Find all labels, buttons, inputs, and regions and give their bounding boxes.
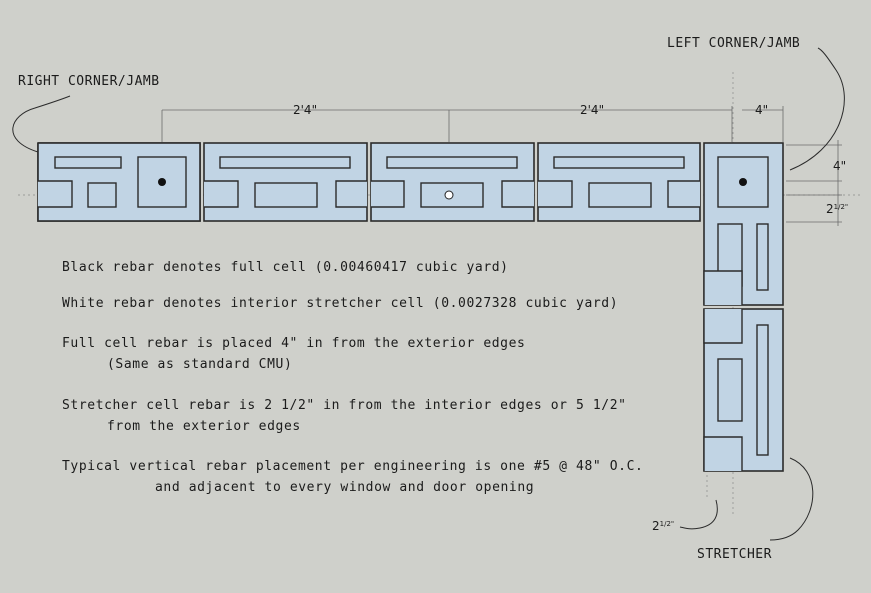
- rebar-full-cell-right: [158, 178, 166, 186]
- dimension-4-top: 4": [755, 103, 768, 117]
- rebar-stretcher-cell: [444, 190, 454, 200]
- dimension-2-half-bottom: 21/2": [652, 519, 674, 533]
- dimension-2-half-right: 21/2": [826, 202, 848, 216]
- block-stretcher-1: [203, 142, 368, 222]
- note-typical-placement: Typical vertical rebar placement per eng…: [62, 459, 643, 474]
- note-adjacent-openings: and adjacent to every window and door op…: [155, 480, 534, 495]
- stretcher-label: STRETCHER: [697, 547, 772, 562]
- leader-stretcher: [769, 457, 814, 541]
- leader-two-half-bottom: [679, 499, 718, 530]
- note-stretcher-placement: Stretcher cell rebar is 2 1/2" in from t…: [62, 398, 627, 413]
- side-dimensions: [786, 140, 842, 226]
- note-black-rebar: Black rebar denotes full cell (0.0046041…: [62, 260, 509, 275]
- leader-left-corner: [789, 47, 845, 171]
- note-full-cell-placement: Full cell rebar is placed 4" in from the…: [62, 336, 525, 351]
- note-full-cell-standard: (Same as standard CMU): [107, 357, 292, 372]
- notes-block: Black rebar denotes full cell (0.0046041…: [62, 260, 643, 495]
- rebar-full-cell-left: [739, 178, 747, 186]
- note-white-rebar: White rebar denotes interior stretcher c…: [62, 296, 618, 311]
- block-right-corner: [37, 142, 201, 222]
- block-stretcher-2: [370, 142, 535, 222]
- right-corner-label: RIGHT CORNER/JAMB: [18, 74, 160, 89]
- note-stretcher-exterior: from the exterior edges: [107, 419, 301, 434]
- block-stretcher-3: [537, 142, 701, 222]
- left-corner-label: LEFT CORNER/JAMB: [667, 36, 800, 51]
- dimension-span-1: 2'4": [293, 103, 317, 117]
- block-vertical-stretcher: [703, 308, 784, 472]
- dimension-span-2: 2'4": [580, 103, 604, 117]
- block-left-corner: [703, 142, 784, 306]
- leader-right-corner: [12, 95, 71, 153]
- top-dimensions: [161, 106, 784, 142]
- dimension-4-side: 4": [833, 159, 846, 173]
